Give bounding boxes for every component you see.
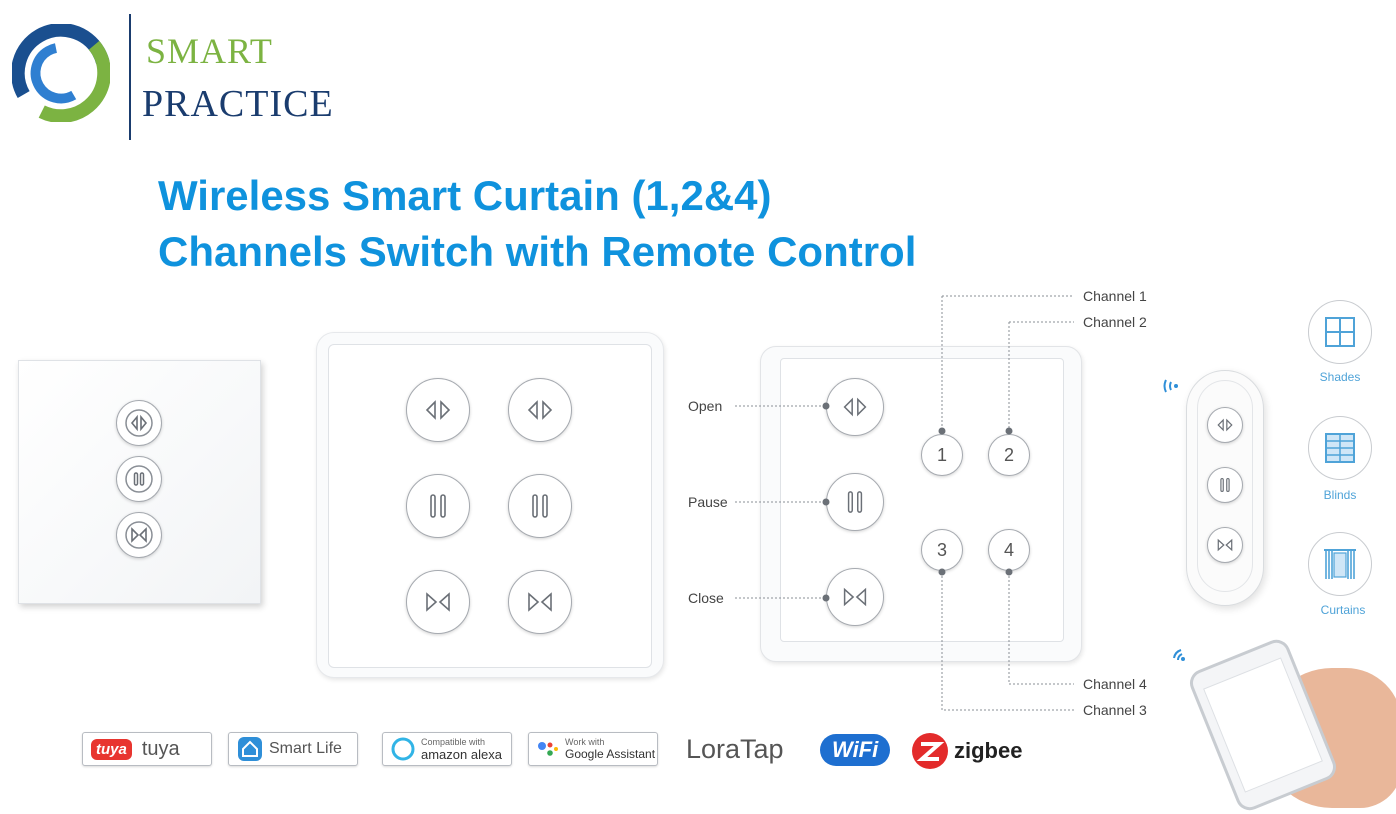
google-top-text: Work with: [565, 737, 605, 747]
shades-icon: [1325, 317, 1355, 347]
logo: SMART PRACTICE: [0, 0, 350, 145]
open-button[interactable]: [508, 378, 572, 442]
curtains-mode[interactable]: [1308, 532, 1372, 596]
zigbee-logo: zigbee: [910, 731, 1022, 771]
wireless-signal-icon: [1163, 379, 1178, 393]
open-icon: [425, 400, 451, 420]
shades-label: Shades: [1319, 370, 1361, 384]
close-button[interactable]: [406, 570, 470, 634]
close-label: Close: [688, 590, 724, 606]
tuya-logo: tuya: [91, 738, 132, 760]
open-icon: [843, 397, 867, 417]
logo-practice-text: PRACTICE: [142, 83, 334, 125]
headline-line-2: Channels Switch with Remote Control: [158, 228, 917, 275]
close-icon: [843, 587, 867, 607]
tuya-badge: tuya tuya: [82, 732, 212, 766]
channel-1-label: Channel 1: [1083, 288, 1147, 304]
open-button[interactable]: [406, 378, 470, 442]
pause-icon: [125, 465, 153, 493]
pause-button[interactable]: [406, 474, 470, 538]
pause-icon: [430, 494, 446, 518]
channel-4-label: Channel 4: [1083, 676, 1147, 692]
tuya-text: tuya: [141, 737, 180, 760]
google-assistant-icon: [538, 742, 558, 756]
open-icon: [125, 409, 153, 437]
open-icon: [1217, 418, 1233, 432]
loratap-logo: LoraTap: [686, 734, 784, 764]
headline-line-1: Wireless Smart Curtain (1,2&4): [158, 172, 772, 219]
pause-icon: [1220, 478, 1230, 492]
smart-life-badge: Smart Life: [228, 732, 358, 766]
close-icon: [426, 592, 450, 612]
google-assistant-badge: Work with Google Assistant: [528, 732, 658, 766]
curtains-label: Curtains: [1320, 603, 1366, 617]
blinds-icon: [1325, 433, 1355, 463]
close-button[interactable]: [508, 570, 572, 634]
curtains-icon: [1324, 549, 1356, 579]
pause-label: Pause: [688, 494, 728, 510]
shades-mode[interactable]: [1308, 300, 1372, 364]
close-icon: [125, 521, 153, 549]
pause-button[interactable]: [508, 474, 572, 538]
home-icon: [238, 737, 262, 761]
pause-icon: [847, 491, 863, 513]
logo-swirl-icon: [12, 24, 110, 122]
wireless-signal-icon: [1173, 649, 1185, 661]
wifi-logo: WiFi: [820, 734, 891, 766]
zigbee-text: zigbee: [954, 738, 1023, 763]
smart-life-text: Smart Life: [269, 740, 342, 757]
channel-2-label: Channel 2: [1083, 314, 1147, 330]
google-bottom-text: Google Assistant: [565, 747, 656, 761]
pause-icon: [532, 494, 548, 518]
open-button[interactable]: [826, 378, 884, 436]
zigbee-icon: [912, 733, 948, 769]
amazon-alexa-badge: Compatible with amazon alexa: [382, 732, 512, 766]
close-icon: [528, 592, 552, 612]
open-icon: [527, 400, 553, 420]
close-icon: [1217, 538, 1233, 552]
alexa-top-text: Compatible with: [421, 736, 486, 747]
close-button[interactable]: [116, 512, 162, 558]
logo-divider: [129, 14, 131, 140]
remote-control-face: [1197, 380, 1253, 592]
pause-button[interactable]: [826, 473, 884, 531]
blinds-mode[interactable]: [1308, 416, 1372, 480]
two-channel-switch-panel: [328, 344, 652, 668]
open-label: Open: [688, 398, 723, 414]
remote-open-button[interactable]: [1207, 407, 1243, 443]
channel-2-button[interactable]: 2: [988, 434, 1030, 476]
open-button[interactable]: [116, 400, 162, 446]
channel-3-label: Channel 3: [1083, 702, 1147, 718]
pause-button[interactable]: [116, 456, 162, 502]
wifi-text: WiFi: [832, 737, 879, 762]
remote-pause-button[interactable]: [1207, 467, 1243, 503]
close-button[interactable]: [826, 568, 884, 626]
callout-lines: [735, 295, 1074, 711]
remote-close-button[interactable]: [1207, 527, 1243, 563]
blinds-label: Blinds: [1323, 488, 1357, 502]
alexa-icon: [391, 737, 415, 761]
logo-smart-text: SMART: [146, 31, 273, 71]
alexa-bottom-text: amazon alexa: [421, 746, 502, 762]
